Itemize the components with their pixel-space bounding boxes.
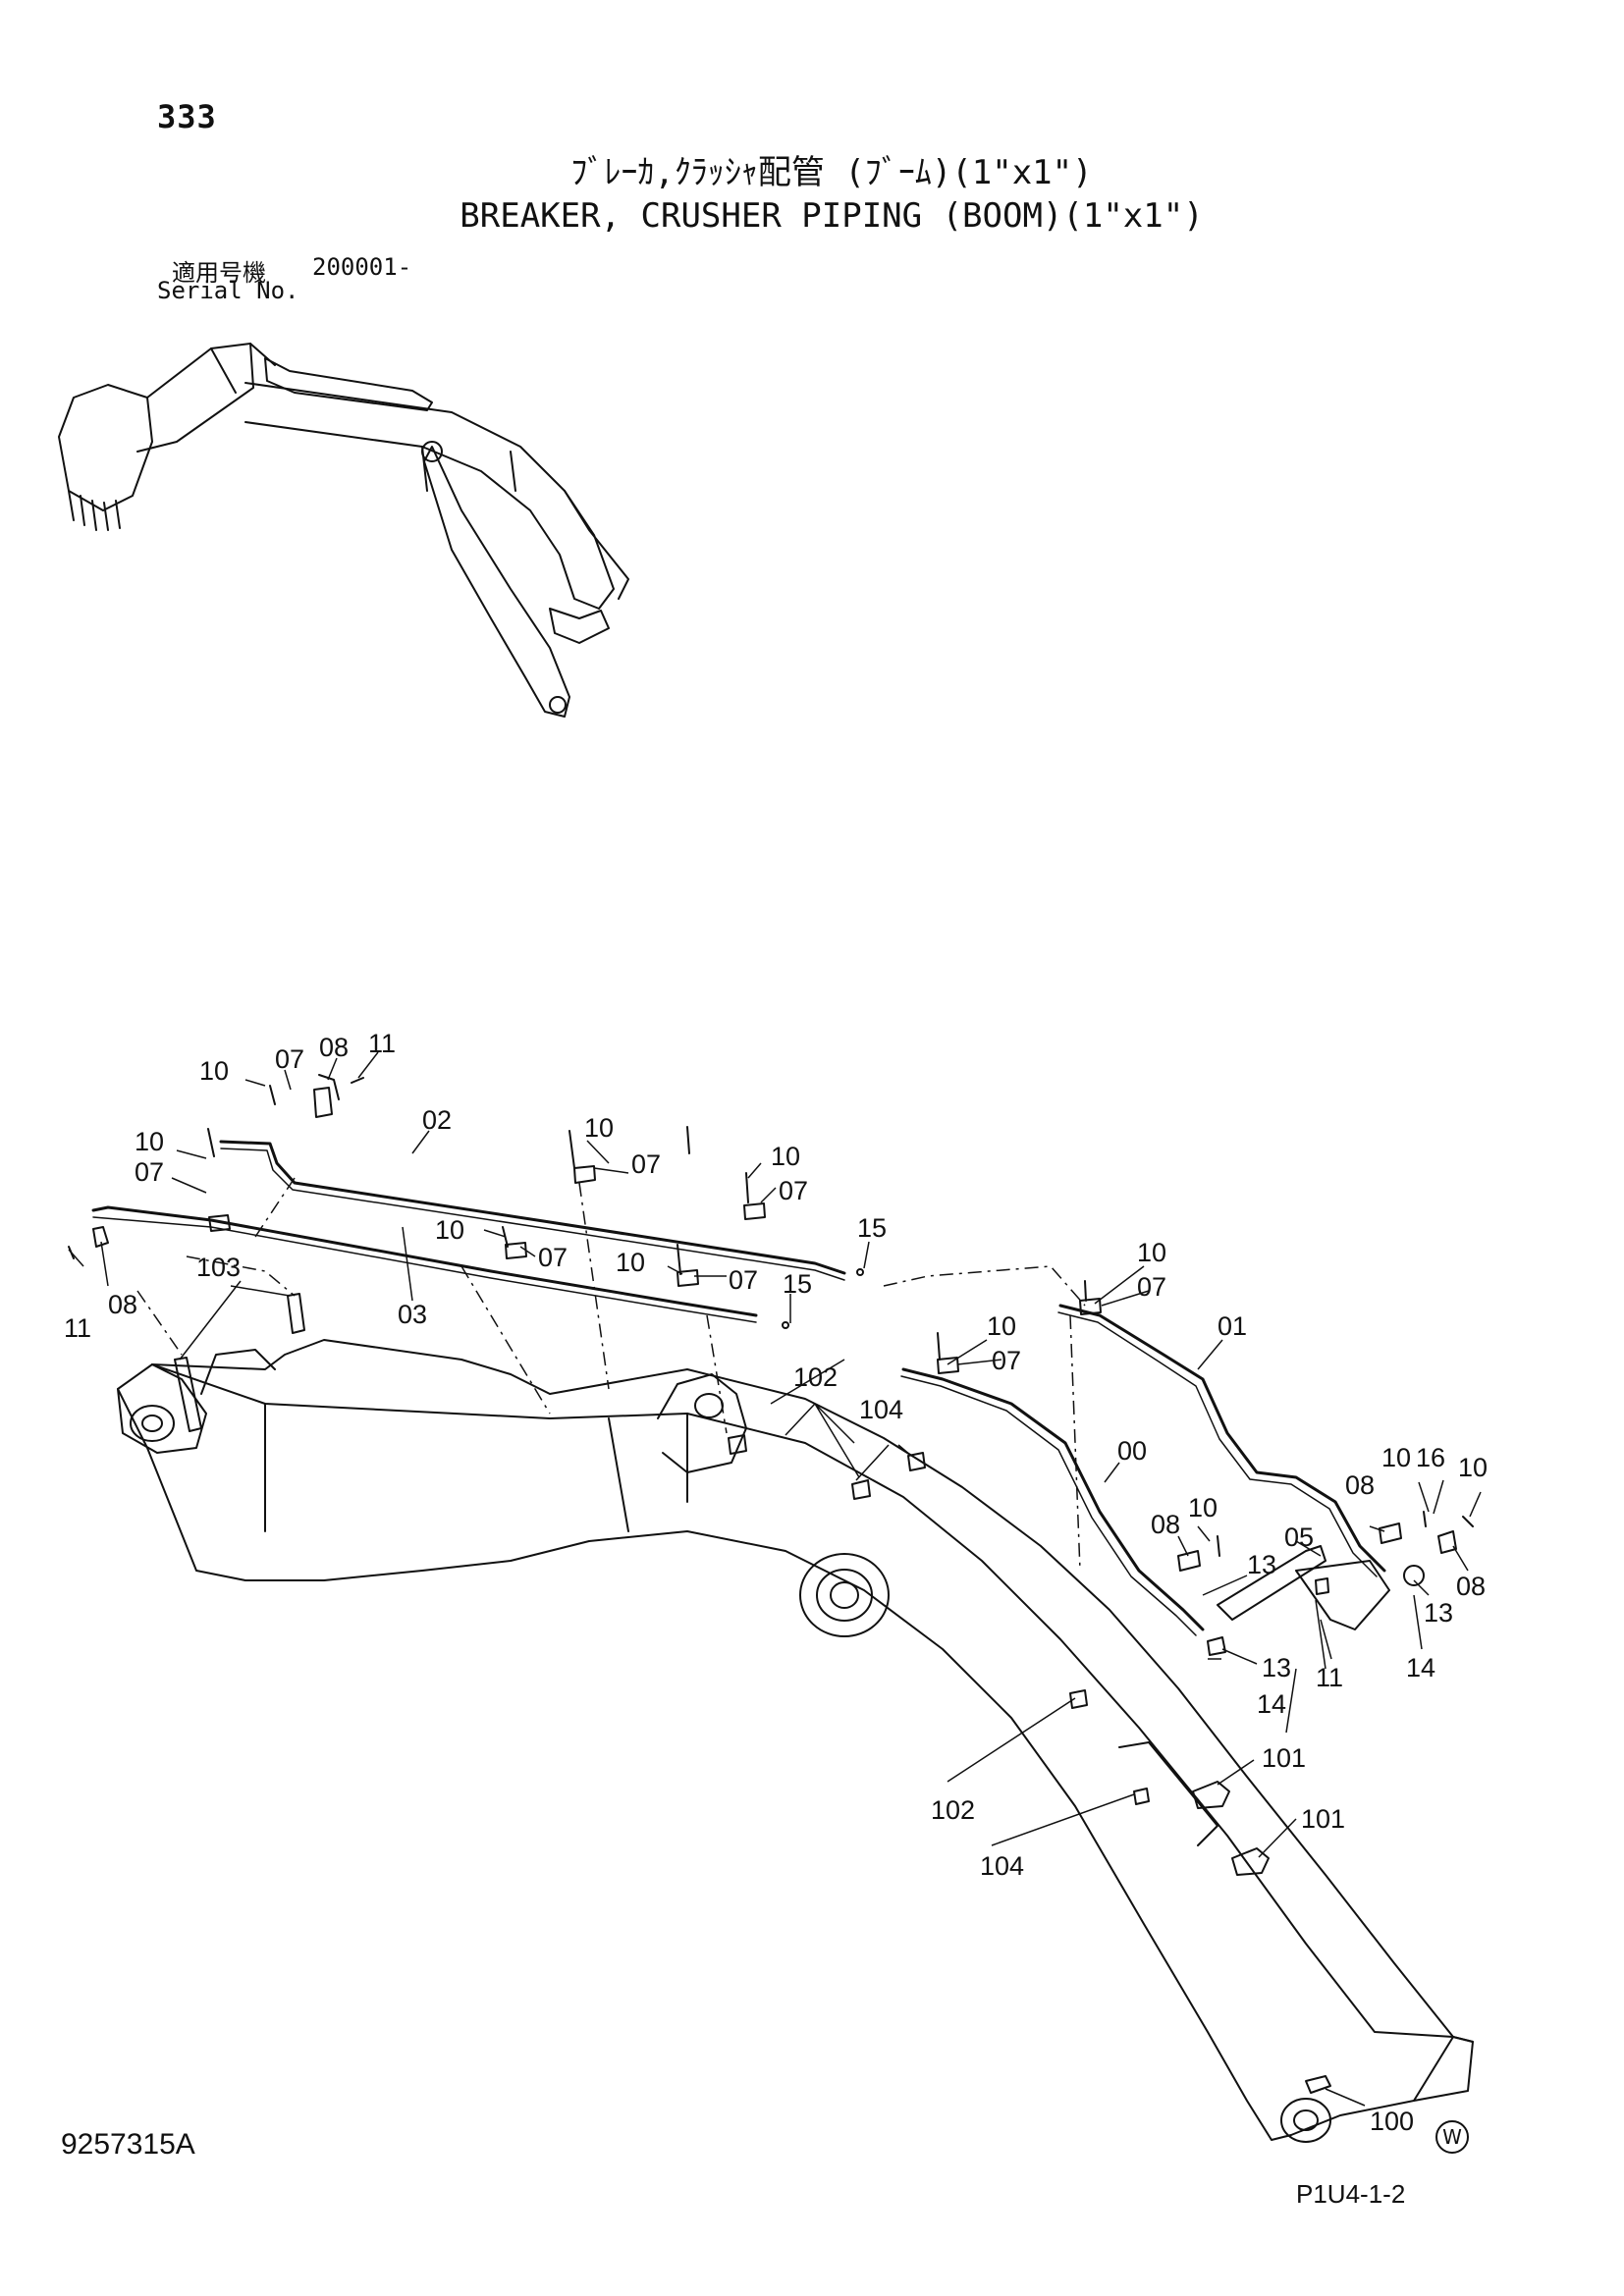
pipe-00 [901,1367,1205,1631]
pipe-02 [219,1140,846,1275]
callout-03: 03 [398,1300,427,1329]
callout-05: 05 [1284,1522,1314,1552]
callout-100: 100 [1370,2107,1414,2136]
callout-10: 10 [987,1311,1016,1341]
title-japanese: ﾌﾞﾚｰｶ,ｸﾗｯｼｬ配管 (ﾌﾞｰﾑ)(1"x1") [570,153,1093,192]
title-english: BREAKER, CRUSHER PIPING (BOOM)(1"x1") [460,196,1204,236]
watermark-mark: W [1435,2120,1469,2154]
callout-07: 07 [779,1176,808,1205]
page-number: 333 [157,98,217,135]
callout-102: 102 [931,1795,975,1825]
callout-102: 102 [793,1362,838,1392]
serial-label-english: Serial No. [157,277,299,304]
callout-00: 00 [1117,1436,1147,1466]
callout-08: 08 [1151,1510,1180,1539]
callout-101: 101 [1262,1743,1306,1773]
callout-08: 08 [108,1290,137,1319]
callout-10: 10 [135,1127,164,1156]
callout-07: 07 [538,1243,568,1272]
callout-13: 13 [1262,1653,1291,1682]
callout-08: 08 [1456,1572,1486,1601]
serial-number-value: 200001- [312,253,412,281]
boom-outline [117,1339,1474,2141]
callout-10: 10 [1458,1453,1488,1482]
pipe-01 [1058,1304,1386,1573]
callout-11: 11 [368,1029,396,1058]
callout-104: 104 [859,1395,903,1424]
callout-13: 13 [1424,1598,1453,1628]
callout-07: 07 [992,1346,1021,1375]
pipe-03 [91,1205,758,1317]
callout-07: 07 [729,1265,758,1295]
callout-07: 07 [1137,1272,1166,1302]
serial-label-japanese: 適用号機 [172,259,266,287]
callout-15: 15 [857,1213,887,1243]
callout-10: 10 [584,1113,614,1143]
callout-101: 101 [1301,1804,1345,1834]
callout-10: 10 [199,1056,229,1086]
callout-14: 14 [1406,1653,1435,1682]
callout-08: 08 [1345,1470,1375,1500]
callout-11: 11 [64,1313,91,1343]
callout-07: 07 [135,1157,164,1187]
callout-labels: 10 07 08 11 02 10 07 08 11 03 103 10 07 … [64,1029,1488,2136]
callout-16: 16 [1416,1443,1445,1472]
callout-10: 10 [1137,1238,1166,1267]
callout-10: 10 [616,1248,645,1277]
callout-07: 07 [275,1044,304,1074]
callout-01: 01 [1218,1311,1247,1341]
callout-07: 07 [631,1149,661,1179]
callout-104: 104 [980,1851,1024,1881]
callout-15: 15 [783,1269,812,1299]
callout-11: 11 [1316,1663,1343,1692]
callout-103: 103 [196,1253,241,1282]
drawing-number: 9257315A [61,2128,195,2161]
page-reference: P1U4-1-2 [1296,2179,1406,2209]
callout-10: 10 [771,1142,800,1171]
callout-10: 10 [1381,1443,1411,1472]
callout-14: 14 [1257,1689,1286,1719]
callout-08: 08 [319,1033,349,1062]
callout-10: 10 [1188,1493,1218,1522]
callout-10: 10 [435,1215,464,1245]
callout-13: 13 [1247,1550,1276,1579]
callout-02: 02 [422,1105,452,1135]
